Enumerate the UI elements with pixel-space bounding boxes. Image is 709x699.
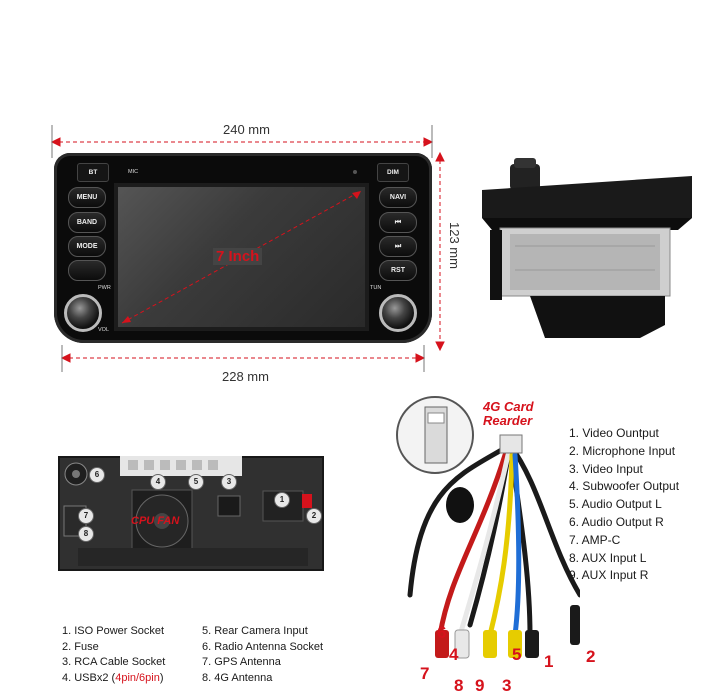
cable-number-7: 7 [420, 664, 430, 683]
cable-output-item: 2. Microphone Input [569, 443, 676, 458]
ports-legend-left: 1. ISO Power Socket 2. Fuse 3. RCA Cable… [62, 624, 165, 686]
mic-label: MIC [128, 169, 139, 175]
cable-number-9: 9 [475, 676, 485, 695]
navi-button[interactable]: NAVI [379, 187, 417, 208]
cable-output-item: 7. AMP-C [569, 532, 621, 547]
screen-size-label: 7 Inch [213, 248, 263, 265]
card-reader-label-line1: 4G Card [483, 399, 534, 414]
cable-harness [396, 396, 580, 659]
cable-number-1: 1 [544, 652, 554, 671]
port-number-5: 5 [188, 474, 204, 490]
back-panel-details [63, 456, 312, 566]
cable-output-item: 6. Audio Output R [569, 514, 664, 529]
port-legend-item: 8. 4G Antenna [202, 671, 273, 684]
rst-button[interactable]: RST [379, 260, 417, 281]
cable-output-item: 8. AUX Input L [569, 550, 647, 565]
cable-number-2: 2 [586, 647, 596, 666]
port-legend-item: 3. RCA Cable Socket [62, 656, 166, 668]
port-legend-item: 1. ISO Power Socket [62, 625, 165, 637]
cable-number-3: 3 [502, 676, 512, 695]
blank-left-button[interactable] [68, 260, 106, 281]
cable-output-item: 4. Subwoofer Output [569, 479, 680, 494]
tune-knob[interactable] [379, 294, 417, 332]
head-unit-side-view [482, 158, 692, 338]
port-legend-item: 4. USBx2 (4pin/6pin) [62, 671, 164, 684]
ports-legend-right: 5. Rear Camera Input 6. Radio Antenna So… [202, 624, 323, 686]
card-reader-label: 4G Card Rearder [483, 400, 534, 428]
prev-button[interactable]: ⏮ [379, 212, 417, 233]
menu-button[interactable]: MENU [68, 187, 106, 208]
port-number-8: 8 [78, 526, 94, 542]
next-button[interactable]: ⏭ [379, 236, 417, 257]
width-dimension-label: 240 mm [223, 122, 270, 137]
port-number-6: 6 [89, 467, 105, 483]
indicator-dot [353, 170, 357, 174]
volume-knob[interactable] [64, 294, 102, 332]
port-legend-item: 7. GPS Antenna [202, 656, 281, 668]
screen [114, 183, 369, 331]
cable-number-6: 6 [437, 623, 447, 642]
bt-button[interactable]: BT [77, 163, 109, 182]
tun-label: TUN [370, 285, 382, 291]
usb-note: 4pin/6pin [115, 671, 160, 684]
pwr-label: PWR [98, 285, 111, 291]
height-dimension-label: 123 mm [447, 222, 462, 269]
cable-output-item: 1. Video Ountput [569, 426, 659, 440]
cable-output-list: 1. Video Ountput 2. Microphone Input 3. … [569, 425, 679, 585]
port-legend-item: 2. Fuse [62, 640, 99, 653]
port-number-1: 1 [274, 492, 290, 508]
port-legend-item: 6. Radio Antenna Socket [202, 640, 324, 653]
bottom-dimension-label: 228 mm [222, 369, 269, 384]
port-legend-item: 5. Rear Camera Input [202, 625, 308, 637]
band-button[interactable]: BAND [68, 212, 106, 233]
cable-number-8: 8 [454, 676, 464, 695]
dim-button[interactable]: DIM [377, 163, 409, 182]
cable-output-item: 3. Video Input [569, 461, 643, 476]
port-number-4: 4 [150, 474, 166, 490]
card-reader-label-line2: Rearder [483, 413, 533, 428]
cable-output-item: 5. Audio Output L [569, 497, 662, 512]
cable-number-4: 4 [449, 645, 459, 664]
cable-output-item: 9. AUX Input R [569, 568, 649, 583]
cpu-fan-label: CPU FAN [131, 515, 180, 527]
mode-button[interactable]: MODE [68, 236, 106, 257]
port-number-3: 3 [221, 474, 237, 490]
vol-label: VOL [98, 327, 110, 333]
port-number-7: 7 [78, 508, 94, 524]
port-number-2: 2 [306, 508, 322, 524]
cable-number-5: 5 [512, 645, 522, 664]
